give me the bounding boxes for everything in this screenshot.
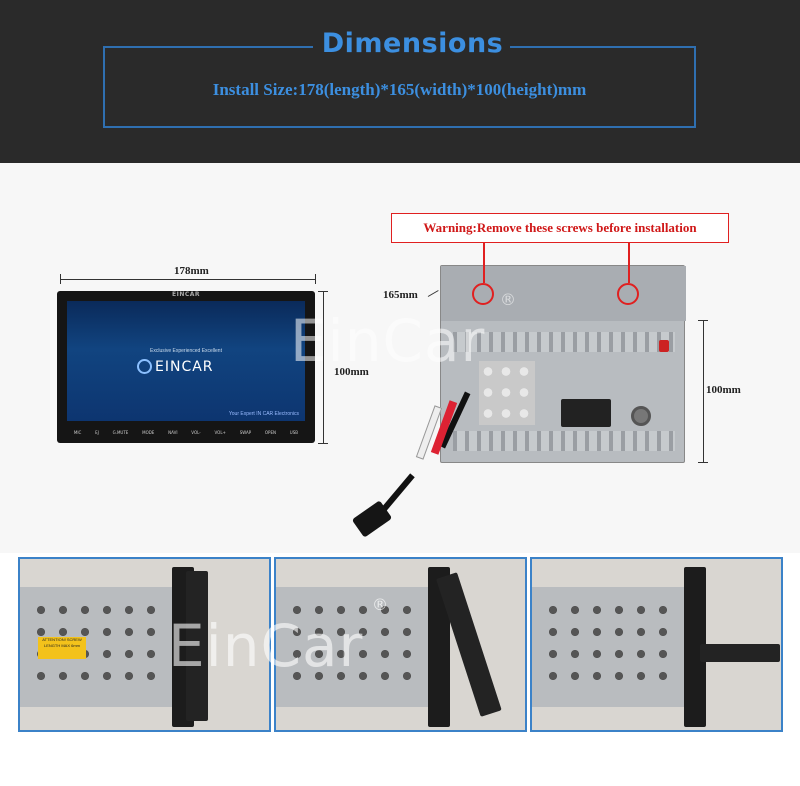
front-height-tick-bottom <box>318 443 328 444</box>
front-height-label: 100mm <box>334 366 369 378</box>
unit-button-gmute: G.MUTE <box>112 429 129 435</box>
photo-step-2 <box>274 557 527 732</box>
unit-button-mic: MIC <box>73 429 82 435</box>
unit-button-mode: MODE <box>142 429 155 435</box>
chassis-side-2 <box>276 587 431 707</box>
screen-extended <box>700 644 780 662</box>
screen-tagline: Exclusive Experienced Excellent <box>150 348 222 354</box>
antenna-port-icon <box>631 406 651 426</box>
rear-height-tick-bottom <box>698 462 708 463</box>
front-height-dimension-line <box>323 291 324 443</box>
header-banner: Dimensions Install Size:178(length)*165(… <box>0 0 800 163</box>
banner-frame <box>103 47 696 128</box>
unit-button-ej: EJ <box>95 429 99 435</box>
page-title: Dimensions <box>321 28 504 59</box>
length-tick-right <box>315 274 316 284</box>
banner-frame-top-right <box>510 46 696 48</box>
chassis-side-3 <box>532 587 687 707</box>
unit-button-usb: USB <box>289 429 298 435</box>
chassis-holes-2 <box>286 599 421 694</box>
unit-button-navi: NAVI <box>168 429 178 435</box>
warning-pointer-left <box>483 243 485 283</box>
photo-step-1: ATTENTION! SCREW LENGTH MAX 6mm <box>18 557 271 732</box>
chassis-holes-3 <box>542 599 677 694</box>
screw-warning-label: ATTENTION! SCREW LENGTH MAX 6mm <box>38 637 86 659</box>
unit-brand-top: EINCAR <box>171 291 201 298</box>
width-label: 165mm <box>383 289 418 301</box>
screen-footer-text: Your Expert IN CAR Electronics <box>228 411 299 417</box>
front-height-tick-top <box>318 291 328 292</box>
unit-button-vol-up: VOL+ <box>214 429 226 435</box>
screw-left-highlight <box>472 283 494 305</box>
rca-connector-block <box>479 361 535 425</box>
unit-button-vol-down: VOL- <box>191 429 201 435</box>
rear-height-dimension-line <box>703 320 704 462</box>
unit-screen: Exclusive Experienced Excellent EINCAR Y… <box>67 301 305 421</box>
red-plug <box>659 340 669 352</box>
rear-vent-fins-top <box>453 332 675 352</box>
front-bezel-3 <box>684 567 706 727</box>
wiring-harness-port <box>561 399 611 427</box>
eincar-logo-icon <box>137 359 152 374</box>
head-unit-rear <box>440 265 686 463</box>
rear-vent-fins-bottom <box>453 431 675 451</box>
screen-closed <box>186 571 208 721</box>
length-dimension-line <box>60 279 315 280</box>
unit-button-row: MIC EJ G.MUTE MODE NAVI VOL- VOL+ SWAP O… <box>67 425 305 439</box>
banner-frame-top-left <box>103 46 313 48</box>
rear-height-tick-top <box>698 320 708 321</box>
unit-button-open: OPEN <box>264 429 276 435</box>
length-tick-left <box>60 274 61 284</box>
rear-height-label: 100mm <box>706 384 741 396</box>
length-label: 178mm <box>174 265 209 277</box>
screw-right-highlight <box>617 283 639 305</box>
photo-step-3 <box>530 557 783 732</box>
warning-box: Warning:Remove these screws before insta… <box>391 213 729 243</box>
warning-pointer-right <box>628 243 630 283</box>
install-size-text: Install Size:178(length)*165(width)*100(… <box>212 80 587 99</box>
head-unit-front: EINCAR Exclusive Experienced Excellent E… <box>57 291 315 443</box>
unit-button-swap: SWAP <box>239 429 252 435</box>
screen-logo-text: EINCAR <box>155 359 214 375</box>
